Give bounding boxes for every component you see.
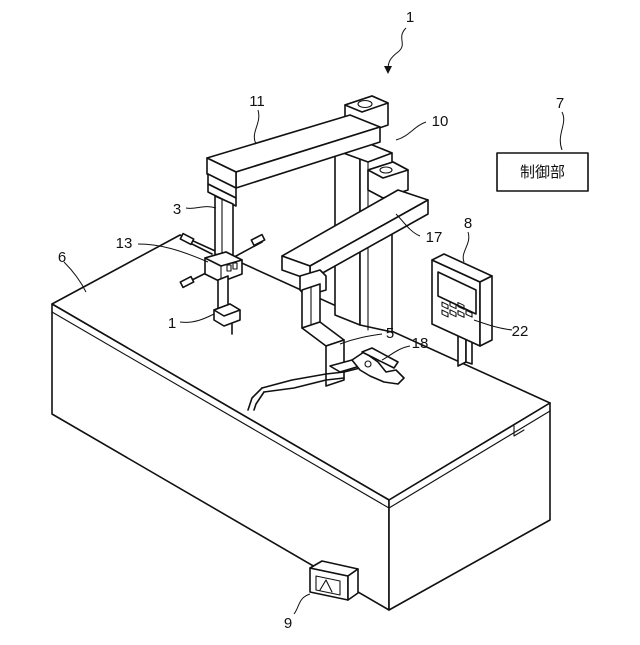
controller-box: 制御部: [497, 153, 588, 191]
label-controller: 7: [556, 95, 564, 112]
label-display-panel: 8: [464, 215, 472, 232]
label-gripper: 18: [412, 335, 429, 352]
label-probe-small: 1: [168, 315, 176, 332]
foot-switch: [310, 561, 358, 600]
label-foot-switch: 9: [284, 615, 292, 632]
label-table: 6: [58, 249, 66, 266]
controller-box-text: 制御部: [520, 164, 565, 181]
label-second-arm: 17: [426, 229, 443, 246]
label-device: 1: [406, 9, 414, 26]
label-clamp-block: 13: [116, 235, 133, 252]
label-column-shaft: 3: [173, 201, 181, 218]
label-upper-arm: 11: [249, 93, 265, 110]
label-button-panel: 22: [512, 323, 529, 340]
label-jaw-arm: 5: [386, 325, 394, 342]
control-panel: [432, 254, 492, 366]
label-support-column: 10: [432, 113, 449, 130]
